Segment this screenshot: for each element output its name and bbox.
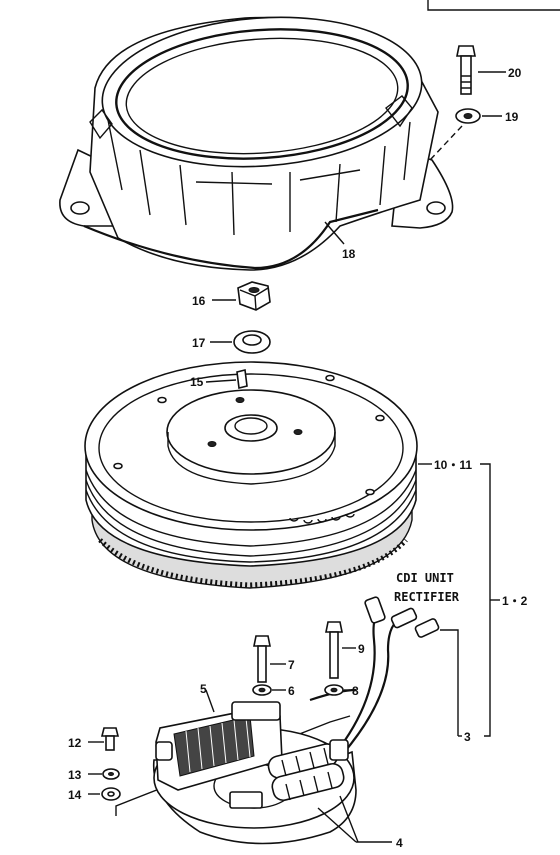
callout-12: 12 (68, 736, 82, 750)
callout-15: 15 (190, 375, 204, 389)
leader-15 (205, 379, 237, 383)
leader-3 (440, 629, 459, 736)
callout-5: 5 (200, 682, 207, 696)
callout-9: 9 (358, 642, 365, 656)
frame-corner (427, 0, 560, 11)
leader-4 (317, 795, 392, 843)
callout-4: 4 (396, 836, 403, 850)
callout-14: 14 (68, 788, 82, 802)
bracket-1-2 (480, 463, 491, 737)
nut-16 (237, 281, 271, 311)
callout-19: 19 (505, 110, 519, 124)
screw-12 (100, 727, 120, 751)
flywheel-cover (59, 16, 454, 271)
bolt-7 (253, 635, 271, 683)
washer-17 (233, 330, 271, 354)
leader-18 (324, 221, 345, 245)
callout-7: 7 (288, 658, 295, 672)
callout-1-2: 1・2 (502, 594, 528, 608)
callout-16: 16 (192, 294, 206, 308)
leader-5 (205, 689, 215, 713)
callout-17: 17 (192, 336, 206, 350)
callout-10-11: 10・11 (434, 458, 472, 472)
washer-14 (101, 787, 121, 801)
pulser-coils (229, 743, 345, 809)
caption-rectifier: RECTIFIER (394, 590, 460, 604)
callout-18: 18 (342, 247, 356, 261)
flywheel-rotor (84, 361, 418, 589)
callout-3: 3 (464, 730, 471, 744)
washer-8 (324, 684, 344, 696)
washer-6 (252, 684, 272, 696)
bolt-20 (456, 45, 476, 95)
washer-13 (102, 768, 120, 780)
callout-20: 20 (508, 66, 522, 80)
washer-19 (455, 108, 481, 124)
callout-8: 8 (352, 684, 359, 698)
leader-18-dash (429, 125, 463, 161)
caption-cdi-unit: CDI UNIT (396, 571, 454, 585)
callout-13: 13 (68, 768, 82, 782)
bolt-9 (325, 621, 343, 679)
wire-harness (309, 596, 440, 765)
stator-assembly (152, 701, 357, 845)
callout-6: 6 (288, 684, 295, 698)
